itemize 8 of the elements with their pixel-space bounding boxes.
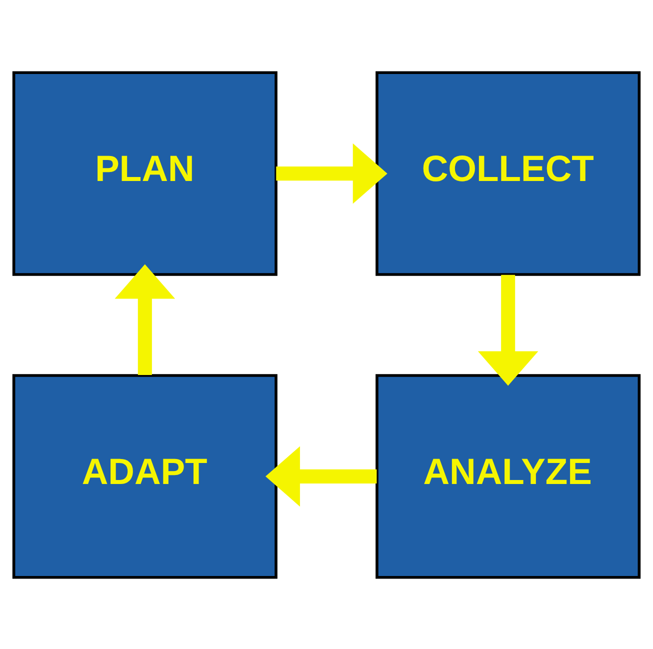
node-box: PLAN xyxy=(12,70,278,276)
node-box: ADAPT xyxy=(12,374,278,578)
arrow xyxy=(276,142,388,204)
arrow xyxy=(266,446,377,506)
arrow xyxy=(114,264,176,375)
node-box: ANALYZE xyxy=(376,374,641,578)
arrow xyxy=(478,274,538,386)
node-box: COLLECT xyxy=(376,70,641,276)
